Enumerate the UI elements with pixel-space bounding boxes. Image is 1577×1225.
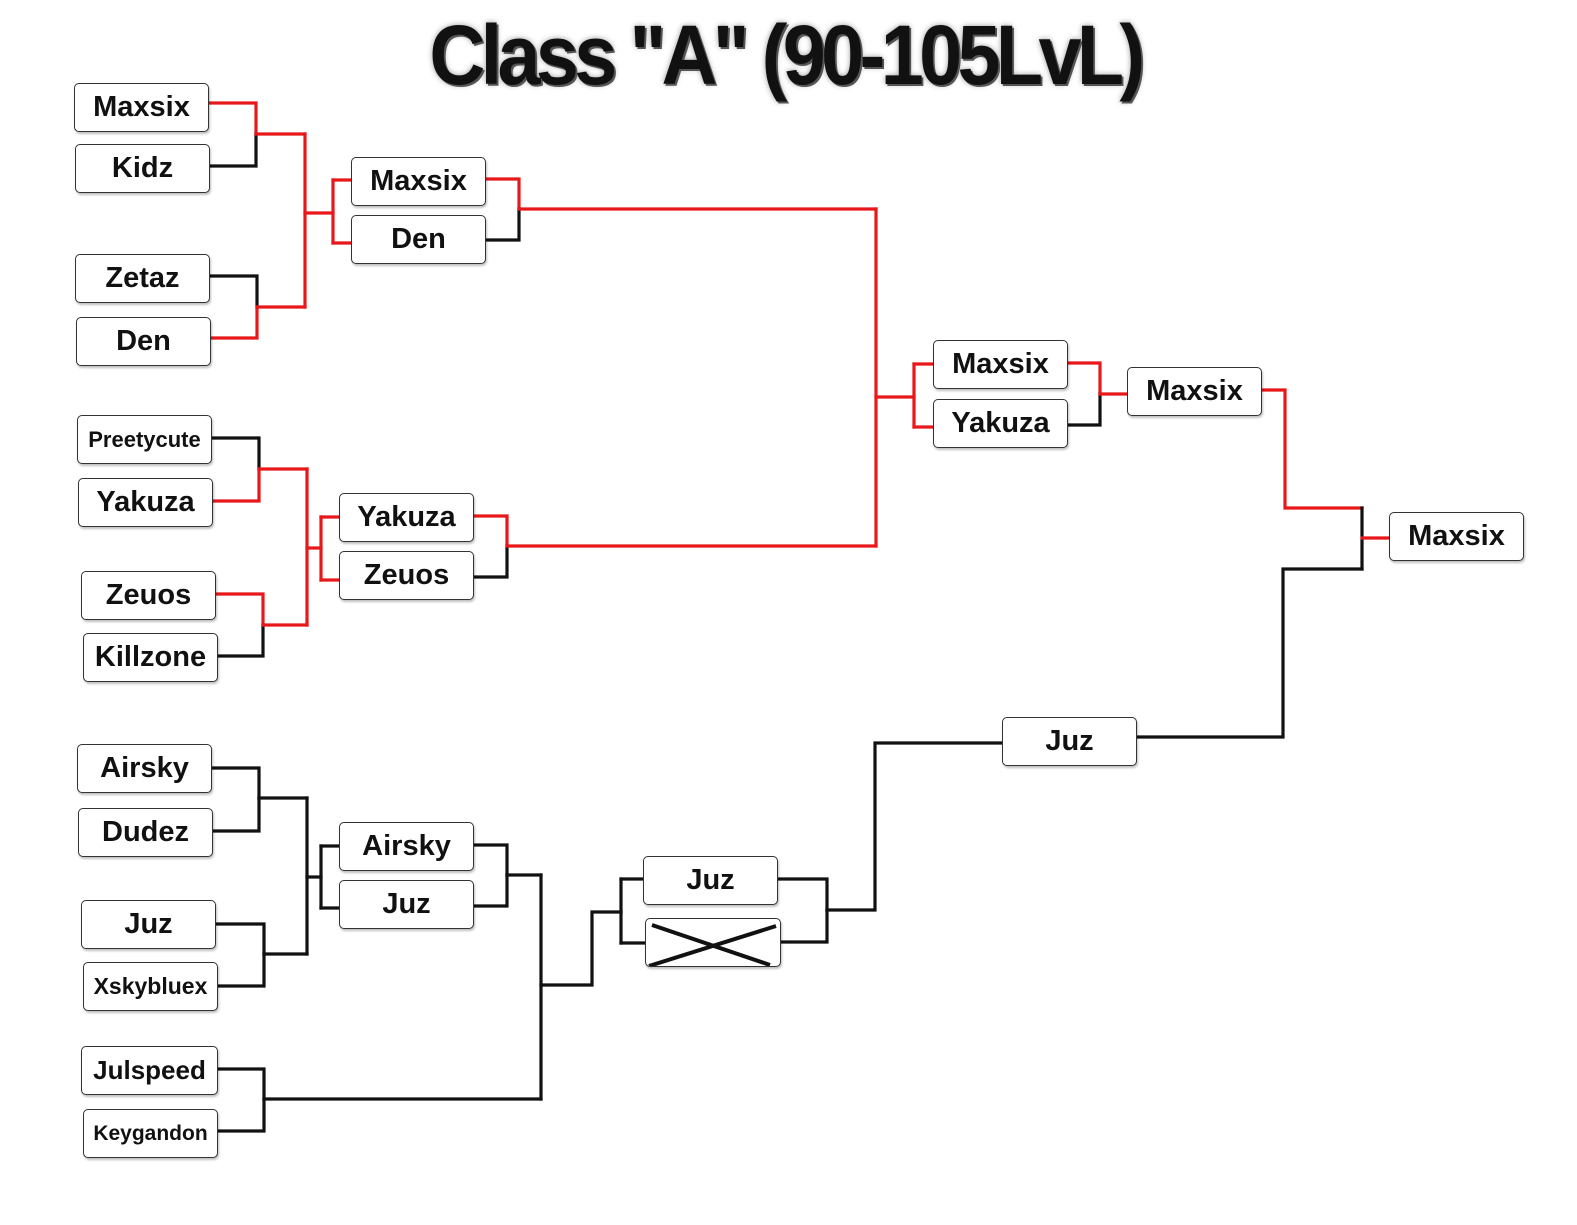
loser-connector-line-56 [216,1097,266,1133]
round1-slot-13: Julspeed [81,1046,218,1095]
winner-connector-line-5 [209,305,259,340]
round2-slot-4: Zeuos [339,551,474,600]
round2-slot-1: Maxsix [351,157,486,206]
cross-icon [648,923,777,966]
round1-slot-8: Killzone [83,633,218,682]
round2-slot-2: Den [351,215,486,264]
loser-connector-line-41 [210,766,261,800]
loser-connector-line-63 [776,877,829,912]
loser-connector-line-2 [208,132,258,168]
loser-connector-line-27 [472,544,509,579]
champion-slot: Maxsix [1389,512,1524,561]
winner-connector-line-16 [211,467,261,503]
round1-slot-10: Dudez [78,808,213,857]
semifinal-slot-2: Yakuza [933,399,1068,448]
loser-connector-line-52 [472,843,509,877]
round1-slot-11: Juz [81,900,216,949]
loser-connector-line-19 [216,623,265,658]
loser-connector-line-55 [216,1067,266,1101]
loser-connector-line-53 [472,873,509,908]
upper-final-winner-slot: Maxsix [1127,367,1262,416]
round1-slot-3: Zetaz [75,254,210,303]
round1-slot-5: Preetycute [77,415,212,464]
loser-connector-line-44 [214,922,266,956]
winner-connector-line-1 [207,101,258,136]
bracket-title: Class "A" (90-105LvL) [429,8,1145,102]
loser-connector-line-42 [211,796,261,833]
winner-connector-line-37 [1260,388,1364,510]
round1-slot-2: Kidz [75,144,210,193]
round2-slot-3: Yakuza [339,493,474,542]
loser-connector-line-35 [1066,392,1102,427]
round3-slot-2-empty [645,918,781,967]
round2-slot-6: Juz [339,880,474,929]
lower-final-winner-slot: Juz [1002,717,1137,766]
loser-connector-line-65 [825,741,1004,912]
loser-connector-line-45 [216,952,266,988]
round1-slot-14: Keygandon [83,1109,218,1158]
round1-slot-7: Zeuos [81,571,216,620]
winner-connector-line-26 [472,514,509,548]
round3-slot-1: Juz [643,856,778,905]
winner-connector-line-12 [484,177,521,211]
loser-connector-line-4 [208,274,259,309]
round1-slot-12: Xskybluex [83,962,218,1011]
semifinal-slot-1: Maxsix [933,340,1068,389]
round1-slot-4: Den [76,317,211,366]
loser-connector-line-40 [1135,567,1364,739]
round1-slot-9: Airsky [77,744,212,793]
loser-connector-line-64 [779,908,829,944]
round2-slot-5: Airsky [339,822,474,871]
loser-connector-line-15 [210,436,261,471]
round1-slot-6: Yakuza [78,478,213,527]
round1-slot-1: Maxsix [74,83,209,132]
loser-connector-line-13 [484,207,521,242]
loser-connector-line-59 [539,910,623,987]
winner-connector-line-34 [1066,361,1102,396]
winner-connector-line-18 [214,592,265,627]
